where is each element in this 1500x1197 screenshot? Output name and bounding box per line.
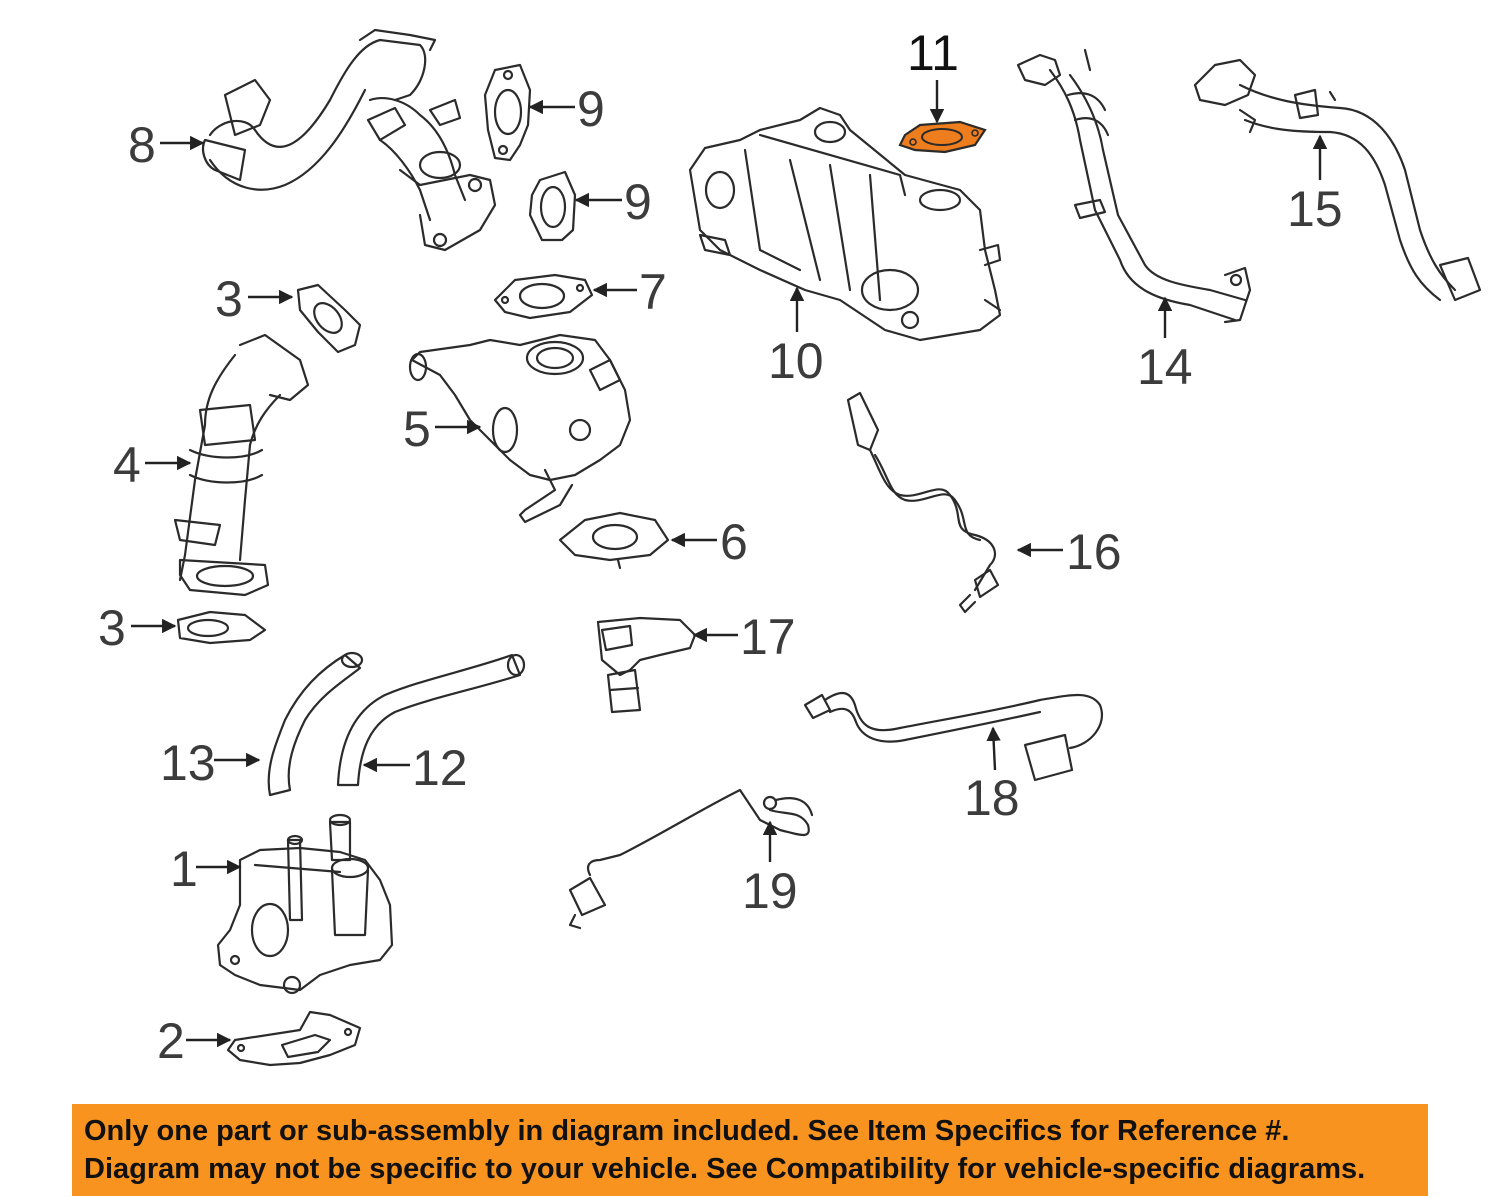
callout-13: 13 xyxy=(160,735,216,791)
callout-5: 5 xyxy=(403,401,431,457)
part-9-gasket-upper[interactable] xyxy=(483,63,532,162)
leader-lines xyxy=(131,80,1328,1048)
callout-19: 19 xyxy=(742,863,798,919)
disclaimer-banner: Only one part or sub-assembly in diagram… xyxy=(72,1104,1428,1196)
callout-labels: 8 9 9 7 3 4 5 6 3 10 11 14 15 16 17 12 1… xyxy=(98,25,1343,1069)
callout-3-upper: 3 xyxy=(215,271,243,327)
part-4-pipe[interactable] xyxy=(173,333,310,597)
part-15-pipe[interactable] xyxy=(1193,58,1482,302)
part-11-gasket[interactable] xyxy=(898,120,987,154)
part-14-pipe[interactable] xyxy=(1016,48,1252,324)
callout-2: 2 xyxy=(157,1013,185,1069)
part-17-sensor[interactable] xyxy=(596,616,697,714)
callout-9-lower: 9 xyxy=(624,174,652,230)
part-7-gasket[interactable] xyxy=(493,273,594,320)
disclaimer-line-2: Diagram may not be specific to your vehi… xyxy=(84,1153,1366,1185)
part-1-egr-valve[interactable] xyxy=(216,813,394,995)
callout-1: 1 xyxy=(170,841,198,897)
callout-10: 10 xyxy=(768,333,824,389)
part-2-gasket[interactable] xyxy=(226,1010,362,1067)
part-3-gasket-upper[interactable] xyxy=(296,283,362,354)
callout-14: 14 xyxy=(1137,339,1193,395)
part-6-gasket[interactable] xyxy=(558,511,670,570)
parts-diagram: 8 9 9 7 3 4 5 6 3 10 11 14 15 16 17 12 1… xyxy=(98,25,1482,1069)
part-13-hose[interactable] xyxy=(267,651,364,797)
callout-18: 18 xyxy=(964,770,1020,826)
callout-17: 17 xyxy=(740,609,796,665)
callout-12: 12 xyxy=(412,740,468,796)
callout-4: 4 xyxy=(113,437,141,493)
part-18-harness[interactable] xyxy=(803,692,1103,782)
part-12-hose[interactable] xyxy=(336,653,526,787)
part-16-sensor[interactable] xyxy=(846,391,1000,614)
disclaimer-line-1: Only one part or sub-assembly in diagram… xyxy=(84,1115,1290,1147)
callout-8: 8 xyxy=(128,117,156,173)
callout-3-lower: 3 xyxy=(98,600,126,656)
part-8-egr-pipe[interactable] xyxy=(201,28,497,252)
part-3-gasket-lower[interactable] xyxy=(176,610,267,645)
part-19-line[interactable] xyxy=(568,788,814,930)
part-5-egr-valve[interactable] xyxy=(408,333,632,524)
callout-7: 7 xyxy=(639,264,667,320)
part-9-gasket-lower[interactable] xyxy=(528,170,577,242)
callout-16: 16 xyxy=(1066,524,1122,580)
callout-11: 11 xyxy=(907,25,959,81)
callout-6: 6 xyxy=(720,514,748,570)
callout-9-upper: 9 xyxy=(577,81,605,137)
callout-15: 15 xyxy=(1287,181,1343,237)
